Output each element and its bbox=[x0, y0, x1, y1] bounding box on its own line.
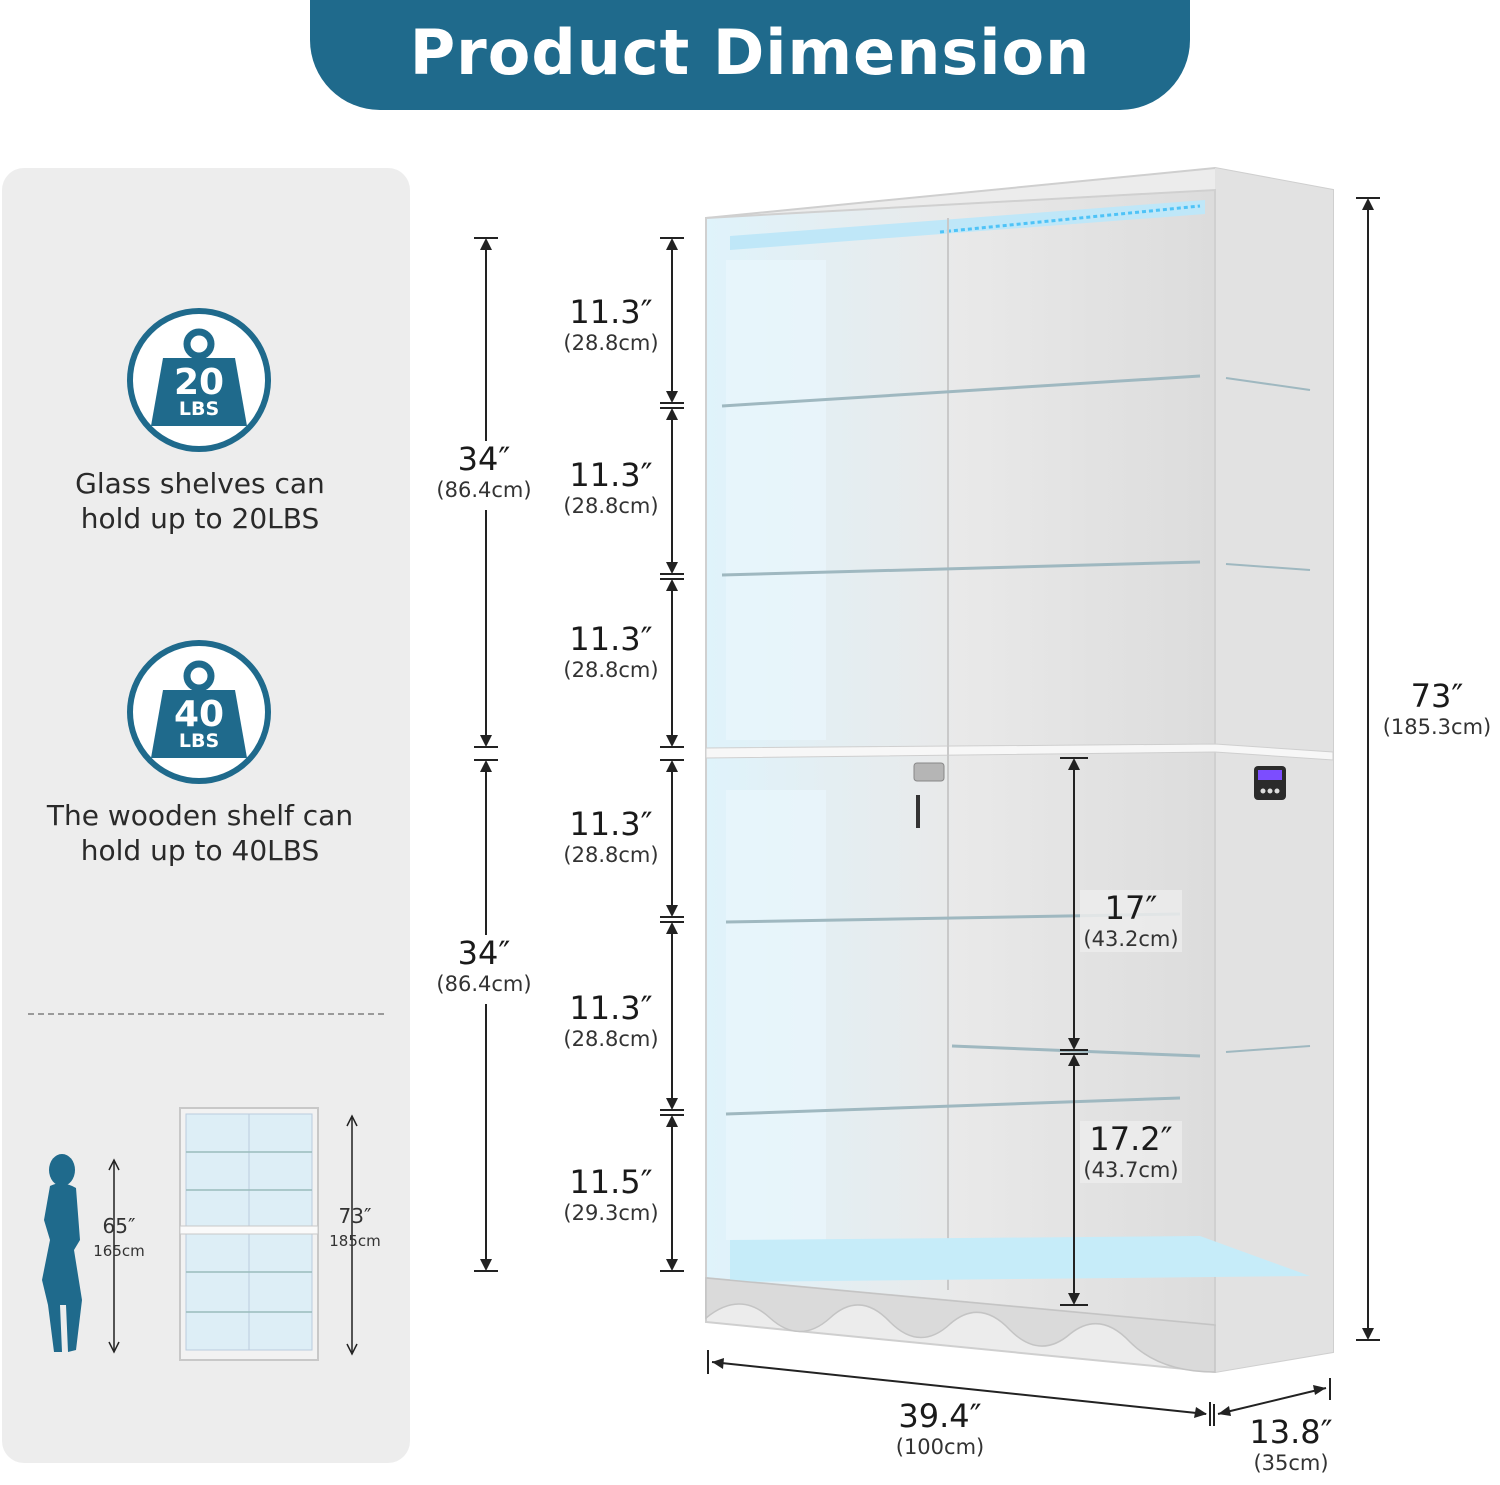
dim-inches: 11.3″ bbox=[569, 620, 653, 658]
dim-cm: (35cm) bbox=[1253, 1451, 1329, 1475]
depth-dimension: 13.8″ (35cm) bbox=[1236, 1414, 1346, 1476]
dim-inches: 11.3″ bbox=[569, 456, 653, 494]
caption-line: hold up to 40LBS bbox=[80, 834, 320, 867]
dim-cm: (28.8cm) bbox=[563, 843, 659, 867]
person-height-arrow bbox=[108, 1158, 120, 1354]
feature-caption: The wooden shelf can hold up to 40LBS bbox=[0, 798, 400, 868]
shelf-dimension: 11.3″ (28.8cm) bbox=[556, 294, 666, 356]
dim-inches: 11.5″ bbox=[569, 1163, 653, 1201]
feature-caption: Glass shelves can hold up to 20LBS bbox=[0, 466, 400, 536]
dim-cm: (28.8cm) bbox=[563, 494, 659, 518]
weight-badge-20 bbox=[127, 308, 271, 452]
shelf-dimension: 11.3″ (28.8cm) bbox=[556, 457, 666, 519]
dim-inches: 11.3″ bbox=[569, 805, 653, 843]
weight-unit: LBS bbox=[178, 730, 220, 752]
dim-inches: 11.3″ bbox=[569, 293, 653, 331]
dim-inches: 17.2″ bbox=[1089, 1120, 1173, 1158]
person-height-in: 65″ bbox=[102, 1214, 136, 1238]
mini-cabinet-height-in: 73″ bbox=[338, 1204, 372, 1228]
section-dimension: 34″ (86.4cm) bbox=[424, 935, 544, 997]
total-height-dimension: 73″ (185.3cm) bbox=[1376, 678, 1498, 740]
dim-cm: (100cm) bbox=[895, 1435, 985, 1459]
caption-line: Glass shelves can bbox=[75, 467, 325, 500]
caption-line: The wooden shelf can bbox=[46, 799, 354, 832]
weight-icon bbox=[151, 328, 247, 426]
dim-cm: (28.8cm) bbox=[563, 1027, 659, 1051]
mini-cabinet-height-cm: 185cm bbox=[329, 1232, 381, 1250]
dim-inches: 73″ bbox=[1410, 677, 1464, 715]
shelf-dimension: 11.3″ (28.8cm) bbox=[556, 990, 666, 1052]
dim-cm: (86.4cm) bbox=[436, 478, 532, 502]
shelf-dimension: 11.5″ (29.3cm) bbox=[556, 1164, 666, 1226]
size-comparison bbox=[42, 1107, 358, 1361]
page-title: Product Dimension bbox=[409, 16, 1091, 89]
dim-cm: (43.2cm) bbox=[1083, 927, 1179, 951]
dim-inches: 11.3″ bbox=[569, 989, 653, 1027]
section-dimension: 34″ (86.4cm) bbox=[424, 441, 544, 503]
dim-inches: 17″ bbox=[1104, 889, 1158, 927]
weight-value: 20 bbox=[173, 362, 225, 403]
dim-cm: (29.3cm) bbox=[563, 1201, 659, 1225]
dim-cm: (86.4cm) bbox=[436, 972, 532, 996]
caption-line: hold up to 20LBS bbox=[80, 502, 320, 535]
cabinet-height-arrow bbox=[346, 1114, 358, 1356]
weight-value: 40 bbox=[173, 694, 225, 735]
divider bbox=[28, 1013, 384, 1015]
weight-badge-40 bbox=[127, 640, 271, 784]
dim-cm: (28.8cm) bbox=[563, 658, 659, 682]
weight-unit: LBS bbox=[178, 398, 220, 420]
mini-cabinet bbox=[179, 1107, 319, 1361]
dim-cm: (28.8cm) bbox=[563, 331, 659, 355]
shelf-dimension: 11.3″ (28.8cm) bbox=[556, 621, 666, 683]
dim-cm: (43.7cm) bbox=[1083, 1158, 1179, 1182]
header-banner bbox=[310, 0, 1190, 110]
shelf-dimension: 11.3″ (28.8cm) bbox=[556, 806, 666, 868]
person-silhouette-icon bbox=[42, 1154, 82, 1352]
dim-inches: 13.8″ bbox=[1249, 1413, 1333, 1451]
dim-inches: 34″ bbox=[457, 934, 511, 972]
weight-icon bbox=[151, 660, 247, 758]
inner-dimension: 17″ (43.2cm) bbox=[1080, 890, 1182, 952]
dim-inches: 39.4″ bbox=[898, 1397, 982, 1435]
inner-dimension: 17.2″ (43.7cm) bbox=[1080, 1121, 1182, 1183]
dim-cm: (185.3cm) bbox=[1382, 715, 1492, 739]
person-height-cm: 165cm bbox=[93, 1242, 145, 1260]
dim-inches: 34″ bbox=[457, 440, 511, 478]
width-dimension: 39.4″ (100cm) bbox=[880, 1398, 1000, 1460]
